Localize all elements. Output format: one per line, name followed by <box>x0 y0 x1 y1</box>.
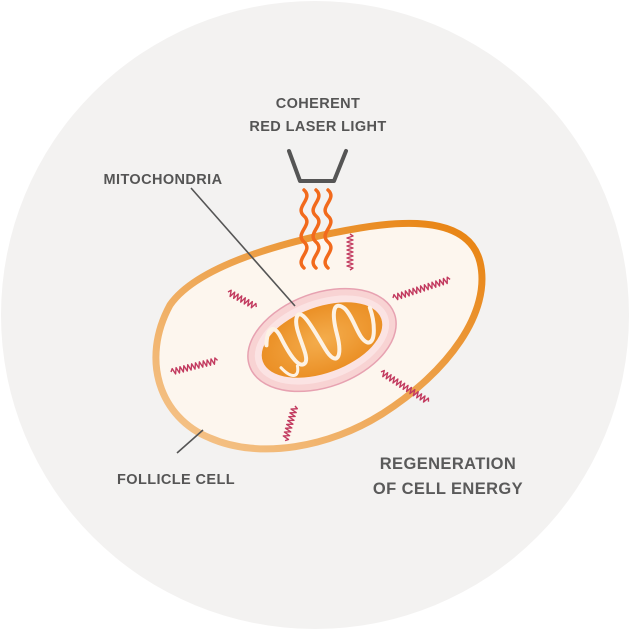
laser-beams <box>299 188 333 270</box>
energy-squiggle-icon <box>346 233 354 271</box>
laser-beam-right <box>323 188 333 270</box>
mitochondria-leader-line <box>190 187 296 307</box>
energy-squiggles <box>170 233 451 442</box>
follicle-cell-leader-line <box>176 429 204 454</box>
laser-beam-middle <box>311 188 321 270</box>
energy-squiggle-icon <box>392 276 451 301</box>
mitochondrion <box>247 287 397 393</box>
laser-beam-left <box>299 188 309 270</box>
energy-squiggle-icon <box>227 289 257 309</box>
regeneration-label-line1: REGENERATION <box>380 455 517 473</box>
energy-squiggle-icon <box>170 357 219 375</box>
laser-emitter-icon <box>287 149 348 183</box>
energy-squiggle-icon <box>282 405 299 442</box>
mitochondrion-cristae <box>264 303 376 367</box>
mitochondria-label: MITOCHONDRIA <box>104 172 223 188</box>
mitochondrion-cristae-lower <box>279 364 300 377</box>
energy-squiggle-icon <box>380 369 430 403</box>
follicle-cell-label: FOLLICLE CELL <box>117 472 235 488</box>
laser-label-line2: RED LASER LIGHT <box>249 119 386 135</box>
laser-label-line1: COHERENT <box>276 96 361 112</box>
regeneration-label-line2: OF CELL ENERGY <box>373 480 523 498</box>
